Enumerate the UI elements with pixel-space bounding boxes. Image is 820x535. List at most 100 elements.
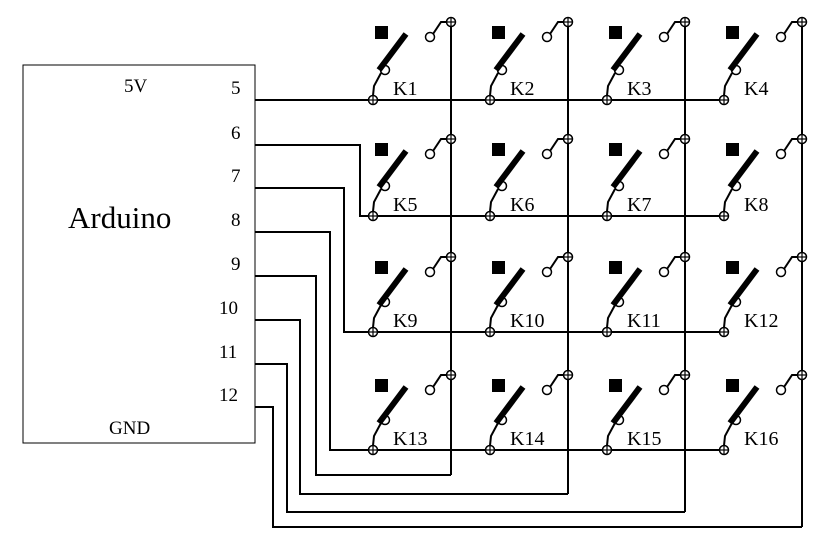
switch-contact bbox=[775, 148, 787, 160]
switch-lead bbox=[549, 256, 564, 270]
switch-bottom-terminal bbox=[718, 94, 730, 106]
switch-actuator bbox=[609, 379, 622, 392]
pin-label-5: 5 bbox=[231, 78, 241, 99]
column-wire-4 bbox=[255, 406, 802, 528]
switch-top-terminal bbox=[445, 16, 457, 28]
switch-blade bbox=[727, 385, 760, 425]
switch-lower-lead bbox=[372, 188, 382, 212]
switch-top-terminal bbox=[796, 16, 808, 28]
switch-actuator bbox=[375, 26, 388, 39]
key-switch-K9: K9 bbox=[367, 251, 457, 338]
switch-contact bbox=[658, 266, 670, 278]
key-label-K11: K11 bbox=[627, 310, 661, 332]
switch-blade bbox=[493, 149, 526, 189]
switch-top-terminal bbox=[679, 16, 691, 28]
switch-bottom-terminal bbox=[601, 94, 613, 106]
switch-blade bbox=[727, 149, 760, 189]
switch-blade bbox=[376, 267, 409, 307]
switch-bottom-terminal bbox=[367, 210, 379, 222]
arduino-board bbox=[22, 64, 256, 444]
row-wire-2 bbox=[255, 144, 724, 217]
switch-lead bbox=[549, 21, 564, 35]
switch-lower-lead bbox=[606, 304, 616, 328]
switch-blade bbox=[610, 267, 643, 307]
key-switch-K14: K14 bbox=[484, 369, 574, 456]
switch-blade bbox=[610, 385, 643, 425]
key-switch-K4: K4 bbox=[718, 16, 808, 106]
switch-lead bbox=[666, 138, 681, 152]
key-label-K10: K10 bbox=[510, 310, 544, 332]
switch-lead bbox=[432, 374, 447, 388]
switch-actuator bbox=[726, 26, 739, 39]
switch-top-terminal bbox=[796, 133, 808, 145]
pin-label-8: 8 bbox=[231, 210, 241, 231]
key-switch-K8: K8 bbox=[718, 133, 808, 222]
key-switch-K3: K3 bbox=[601, 16, 691, 106]
switch-bottom-terminal bbox=[718, 326, 730, 338]
switch-contact bbox=[775, 266, 787, 278]
key-switch-K13: K13 bbox=[367, 369, 457, 456]
switch-lower-lead bbox=[723, 422, 733, 446]
switch-bottom-terminal bbox=[484, 210, 496, 222]
switch-actuator bbox=[492, 261, 505, 274]
switch-top-terminal bbox=[562, 16, 574, 28]
key-switch-K10: K10 bbox=[484, 251, 574, 338]
switch-actuator bbox=[609, 26, 622, 39]
switch-contact bbox=[541, 266, 553, 278]
switch-blade bbox=[493, 267, 526, 307]
pin-label-6: 6 bbox=[231, 123, 241, 144]
switch-bottom-terminal bbox=[484, 94, 496, 106]
switch-top-terminal bbox=[679, 251, 691, 263]
switch-actuator bbox=[726, 379, 739, 392]
switch-lead bbox=[666, 256, 681, 270]
switch-blade bbox=[727, 267, 760, 307]
switch-top-terminal bbox=[445, 133, 457, 145]
key-label-K12: K12 bbox=[744, 310, 778, 332]
switch-lead bbox=[432, 138, 447, 152]
switch-bottom-terminal bbox=[718, 444, 730, 456]
switch-lower-lead bbox=[372, 72, 382, 96]
switch-lower-lead bbox=[489, 422, 499, 446]
key-switch-K11: K11 bbox=[601, 251, 691, 338]
arduino-title: Arduino bbox=[68, 200, 171, 235]
switch-contact bbox=[541, 148, 553, 160]
switch-bottom-terminal bbox=[367, 444, 379, 456]
switch-top-terminal bbox=[562, 369, 574, 381]
switch-bottom-terminal bbox=[601, 210, 613, 222]
switch-top-terminal bbox=[796, 251, 808, 263]
switch-blade bbox=[610, 32, 643, 72]
switch-bottom-terminal bbox=[484, 444, 496, 456]
switch-actuator bbox=[375, 143, 388, 156]
switch-bottom-terminal bbox=[367, 94, 379, 106]
key-switch-K2: K2 bbox=[484, 16, 574, 106]
switch-lead bbox=[783, 138, 798, 152]
switch-actuator bbox=[375, 379, 388, 392]
switch-lead bbox=[783, 21, 798, 35]
switch-bottom-terminal bbox=[601, 444, 613, 456]
switch-contact bbox=[775, 31, 787, 43]
pin-label-11: 11 bbox=[219, 342, 237, 363]
switch-lower-lead bbox=[606, 72, 616, 96]
switch-bottom-terminal bbox=[367, 326, 379, 338]
switch-bottom-terminal bbox=[601, 326, 613, 338]
pin-label-10: 10 bbox=[219, 298, 238, 319]
switch-contact bbox=[424, 148, 436, 160]
pin-label-12: 12 bbox=[219, 385, 238, 406]
key-switch-K12: K12 bbox=[718, 251, 808, 338]
key-label-K14: K14 bbox=[510, 428, 544, 450]
switch-lead bbox=[432, 256, 447, 270]
switch-lower-lead bbox=[723, 188, 733, 212]
pin-label-7: 7 bbox=[231, 166, 241, 187]
switch-top-terminal bbox=[445, 369, 457, 381]
switch-blade bbox=[376, 149, 409, 189]
key-label-K9: K9 bbox=[393, 310, 417, 332]
switch-contact bbox=[424, 266, 436, 278]
switch-blade bbox=[727, 32, 760, 72]
switch-lead bbox=[783, 256, 798, 270]
switch-lower-lead bbox=[723, 304, 733, 328]
switch-lead bbox=[549, 138, 564, 152]
key-switch-K7: K7 bbox=[601, 133, 691, 222]
switch-actuator bbox=[609, 261, 622, 274]
column-wire-3 bbox=[255, 363, 685, 513]
